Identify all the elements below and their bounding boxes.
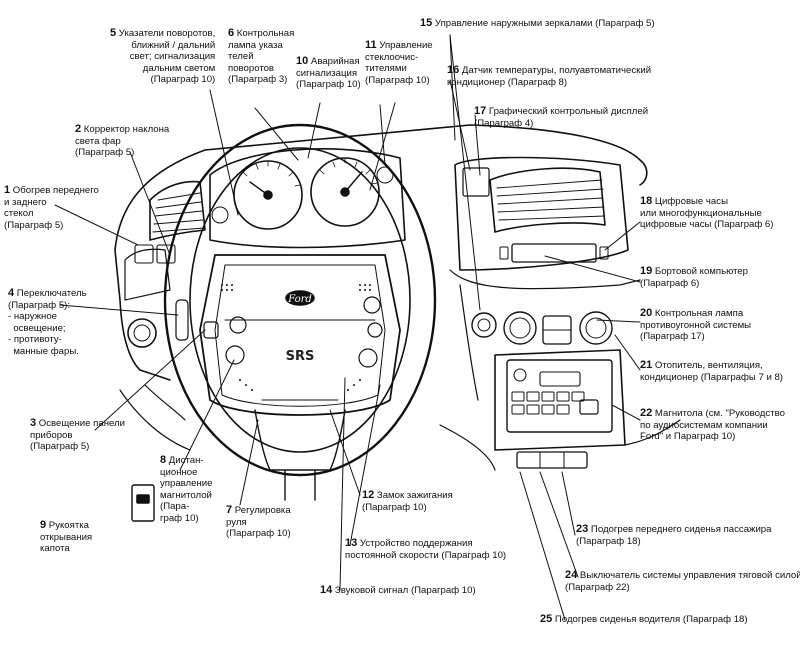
switch-block-left xyxy=(134,244,154,264)
callout-14-number: 14 xyxy=(320,584,333,596)
callout-6: 6 Контрольная лампа указа телей поворото… xyxy=(228,27,295,86)
callout-24-text: Выключатель системы управления тяговой с… xyxy=(565,570,800,593)
steering-wheel-outer xyxy=(163,123,437,477)
callout-17-number: 17 xyxy=(474,105,487,117)
callout-18-number: 18 xyxy=(640,195,653,207)
callout-15: 15 Управление наружными зеркалами (Параг… xyxy=(420,17,655,30)
left-panel xyxy=(114,249,171,381)
callout-10-number: 10 xyxy=(296,55,309,67)
callout-21-text: Отопитель, вентиляция, кондиционер (Пара… xyxy=(640,360,783,383)
callout-19: 19 Бортовой компьютер (Параграф 6) xyxy=(640,265,749,289)
callout-8-number: 8 xyxy=(160,454,167,466)
callout-12-number: 12 xyxy=(362,489,375,501)
callout-7-text: Регулировка руля (Параграф 10) xyxy=(226,505,291,539)
display-panel xyxy=(462,167,490,197)
callout-4-number: 4 xyxy=(8,287,15,299)
callout-18: 18 Цифровые часы или многофункциональные… xyxy=(640,195,774,231)
callout-14: 14 Звуковой сигнал (Параграф 10) xyxy=(320,584,476,597)
callout-21: 21 Отопитель, вентиляция, кондиционер (П… xyxy=(640,359,783,383)
callout-15-number: 15 xyxy=(420,17,433,29)
instrument-cluster xyxy=(209,148,406,249)
callout-10-text: Аварийная сигнализация (Параграф 10) xyxy=(296,56,361,90)
left-air-vent xyxy=(149,180,206,241)
callout-13: 13 Устройство поддержания постоянной ско… xyxy=(345,537,507,561)
callout-13-text: Устройство поддержания постоянной скорос… xyxy=(345,538,507,561)
callout-25-text: Подогрев сиденья водителя (Параграф 18) xyxy=(554,614,748,625)
callout-24: 24 Выключатель системы управления тягово… xyxy=(565,569,800,593)
callout-11: 11 Управление стеклоочис- тителями (Пара… xyxy=(365,39,433,86)
callout-17-text: Графический контрольный дисплей (Парагра… xyxy=(474,106,649,129)
callout-24-number: 24 xyxy=(565,569,578,581)
callout-22: 22 Магнитола (см. "Руководство по аудиос… xyxy=(640,407,785,443)
callout-21-number: 21 xyxy=(640,359,653,371)
callout-3-number: 3 xyxy=(30,417,37,429)
callout-15-text: Управление наружными зеркалами (Параграф… xyxy=(434,18,655,29)
callout-5: 5 Указатели поворотов, ближний / дальний… xyxy=(110,27,216,86)
callout-3-text: Освещение панели приборов (Параграф 5) xyxy=(30,418,125,452)
right-air-vent xyxy=(489,167,606,233)
callout-23: 23 Подогрев переднего сиденья пассажира … xyxy=(576,523,772,547)
callout-4: 4 Переключатель (Параграф 5): - наружное… xyxy=(8,287,87,357)
callout-1-text: Обогрев переднего и заднего стекол (Пара… xyxy=(4,185,99,231)
callout-8-text: Дистан- ционное управление магнитолой (П… xyxy=(160,455,213,524)
callout-16-text: Датчик температуры, полуавтоматический к… xyxy=(447,65,652,88)
callout-20-number: 20 xyxy=(640,307,653,319)
seat-heat-buttons xyxy=(516,451,588,469)
callout-9-number: 9 xyxy=(40,519,47,531)
callout-13-number: 13 xyxy=(345,537,358,549)
callout-22-number: 22 xyxy=(640,407,653,419)
leader-lines xyxy=(54,34,641,621)
callout-5-number: 5 xyxy=(110,27,117,39)
callout-1-number: 1 xyxy=(4,184,11,196)
callout-3: 3 Освещение панели приборов (Параграф 5) xyxy=(30,417,125,453)
dashboard-top-edge xyxy=(114,124,648,251)
callout-22-text: Магнитола (см. "Руководство по аудиосист… xyxy=(640,408,785,442)
callout-6-text: Контрольная лампа указа телей поворотов … xyxy=(228,28,295,85)
callout-1: 1 Обогрев переднего и заднего стекол (Па… xyxy=(4,184,99,231)
callout-12-text: Замок зажигания (Параграф 10) xyxy=(362,490,453,513)
callout-16-number: 16 xyxy=(447,64,460,76)
callout-20: 20 Контрольная лампа противоугонной сист… xyxy=(640,307,752,343)
clock-display xyxy=(511,243,597,263)
radio-unit xyxy=(506,359,613,433)
callout-19-number: 19 xyxy=(640,265,653,277)
callout-9-text: Рукоятка открывания капота xyxy=(40,520,93,554)
callout-20-text: Контрольная лампа противоугонной системы… xyxy=(640,308,752,342)
callout-4-text: Переключатель (Параграф 5): - наружное о… xyxy=(8,288,87,357)
callout-25: 25 Подогрев сиденья водителя (Параграф 1… xyxy=(540,613,748,626)
callout-5-text: Указатели поворотов, ближний / дальний с… xyxy=(118,28,216,85)
callout-16: 16 Датчик температуры, полуавтоматически… xyxy=(447,64,652,88)
callout-14-text: Звуковой сигнал (Параграф 10) xyxy=(334,585,476,596)
callout-2-number: 2 xyxy=(75,123,82,135)
callout-19-text: Бортовой компьютер (Параграф 6) xyxy=(640,266,749,289)
hood-release-handle xyxy=(131,484,155,522)
callout-2: 2 Корректор наклона света фар (Параграф … xyxy=(75,123,170,159)
callout-23-number: 23 xyxy=(576,523,589,535)
callout-6-number: 6 xyxy=(228,27,235,39)
callout-11-text: Управление стеклоочис- тителями (Парагра… xyxy=(365,40,433,86)
callout-18-text: Цифровые часы или многофункциональные ци… xyxy=(640,196,774,230)
srs-label: SRS xyxy=(286,349,315,364)
callout-7: 7 Регулировка руля (Параграф 10) xyxy=(226,504,291,540)
callout-12: 12 Замок зажигания (Параграф 10) xyxy=(362,489,453,513)
callout-11-number: 11 xyxy=(365,39,377,51)
center-top-panel xyxy=(454,156,629,271)
callout-8: 8 Дистан- ционное управление магнитолой … xyxy=(160,454,213,524)
callout-25-number: 25 xyxy=(540,613,553,625)
temp-knob xyxy=(579,311,613,345)
callout-10: 10 Аварийная сигнализация (Параграф 10) xyxy=(296,55,361,91)
mirror-control xyxy=(471,312,497,338)
callout-2-text: Корректор наклона света фар (Параграф 5) xyxy=(75,124,170,158)
callout-7-number: 7 xyxy=(226,504,233,516)
callout-23-text: Подогрев переднего сиденья пассажира (Па… xyxy=(576,524,772,547)
ford-logo-text: Ford xyxy=(287,294,312,305)
callout-17: 17 Графический контрольный дисплей (Пара… xyxy=(474,105,649,129)
steering-wheel-inner xyxy=(189,147,411,453)
fan-knob xyxy=(503,311,537,345)
callout-9: 9 Рукоятка открывания капота xyxy=(40,519,93,555)
